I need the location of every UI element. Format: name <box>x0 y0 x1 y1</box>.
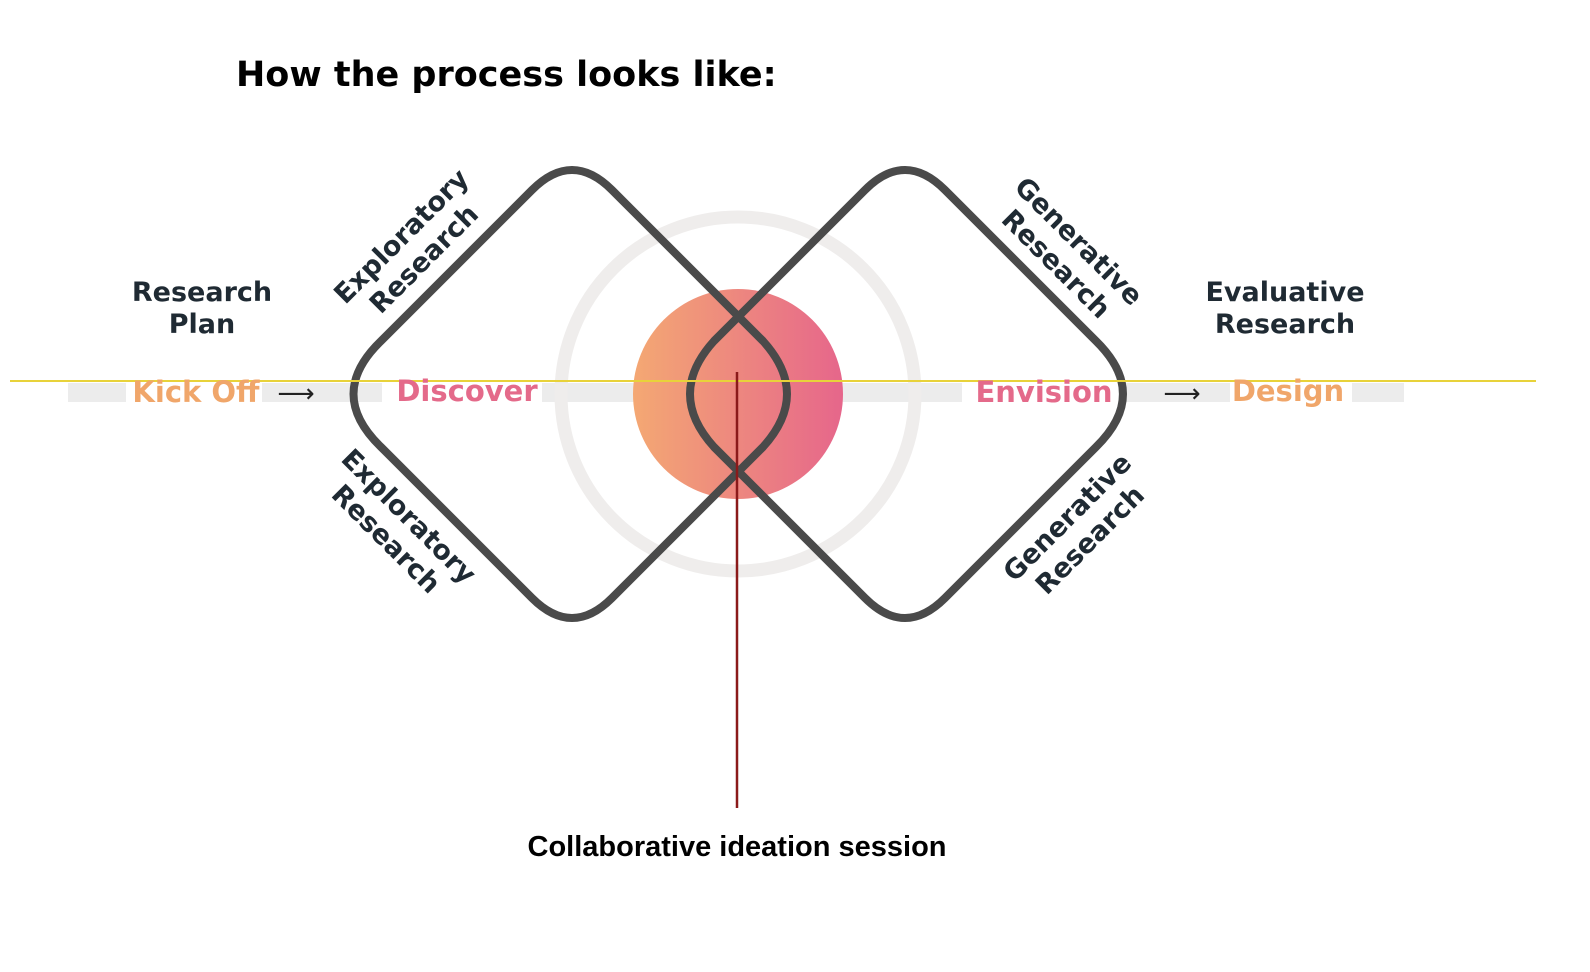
stage-discover: Discover <box>396 374 538 408</box>
research-plan-line-2: Plan <box>169 309 236 340</box>
stage-envision: Envision <box>975 375 1112 409</box>
research-plan-label: Research Plan <box>132 277 272 340</box>
stage-design: Design <box>1232 374 1344 408</box>
right-diamond-outline <box>686 166 1127 622</box>
research-plan-line-1: Research <box>132 277 272 308</box>
page-title: How the process looks like: <box>236 55 777 95</box>
evaluative-research-line-1: Evaluative <box>1205 277 1364 308</box>
evaluative-research-line-2: Research <box>1215 309 1355 340</box>
left-diamond-outline <box>349 166 791 622</box>
ideation-caption: Collaborative ideation session <box>528 831 947 863</box>
evaluative-research-label: Evaluative Research <box>1205 277 1364 340</box>
stage-kick-off: Kick Off <box>132 375 260 409</box>
arrow-right-icon: ⟶ <box>1163 378 1200 408</box>
arrow-right-icon: ⟶ <box>277 378 314 408</box>
generative-research-bottom-label: Generative Research <box>998 448 1151 601</box>
